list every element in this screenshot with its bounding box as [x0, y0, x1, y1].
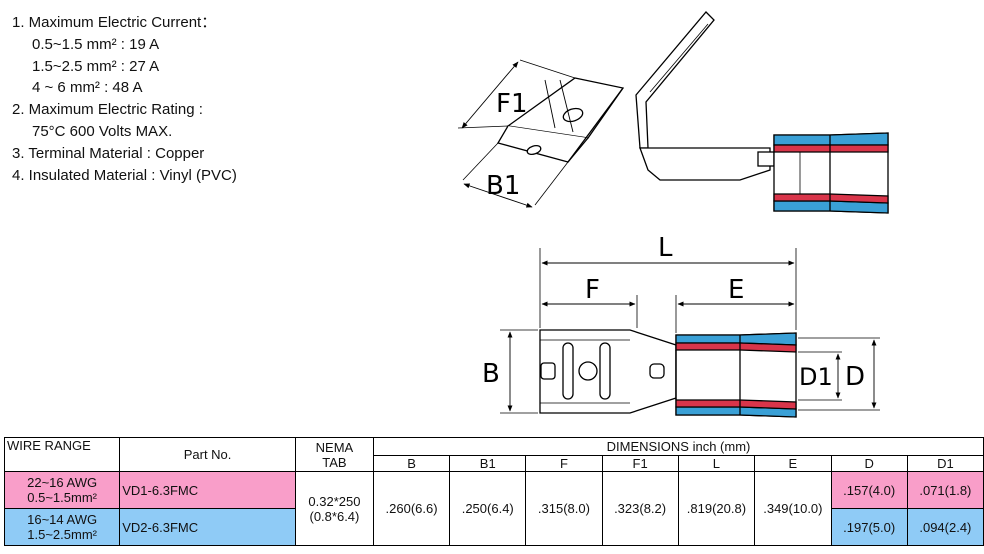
spec-terminal: 3. Terminal Material : Copper: [12, 144, 205, 162]
header-col-b1: B1: [449, 455, 527, 472]
row2-wire-range: 16~14 AWG 1.5~2.5mm²: [3, 508, 121, 546]
spec-rating-title: 2. Maximum Electric Rating :: [12, 101, 203, 119]
header-dimensions: DIMENSIONS inch (mm): [372, 437, 984, 456]
value-b1: .250(6.4): [449, 471, 527, 546]
header-col-d1: D1: [906, 455, 984, 472]
row1-value-d: .157(4.0): [830, 471, 908, 509]
spec-rating-value: 75°C 600 Volts MAX.: [32, 122, 173, 140]
label-b: B: [482, 359, 500, 389]
label-d1: D1: [799, 363, 833, 391]
connector-top-view: [500, 248, 880, 418]
label-l: L: [658, 233, 673, 263]
row1-value-d1: .071(1.8): [906, 471, 984, 509]
header-col-l: L: [677, 455, 756, 472]
spec-list: 1. Maximum Electric Current： 0.5~1.5 mm²…: [12, 12, 237, 186]
header-part-no: Part No.: [119, 437, 296, 472]
nema-tab-value: 0.32*250 (0.8*6.4): [294, 471, 374, 546]
value-l: .819(20.8): [677, 471, 756, 546]
row2-value-d: .197(5.0): [830, 508, 908, 546]
label-e: E: [728, 275, 744, 305]
label-b1: B1: [486, 171, 520, 201]
value-f: .315(8.0): [525, 471, 603, 546]
table-row: 22~16 AWG 0.5~1.5mm² VD1-6.3FMC 0.32*250…: [3, 471, 984, 546]
header-col-f: F: [525, 455, 603, 472]
header-nema-tab: NEMA TAB: [294, 437, 374, 472]
header-nema-line2: TAB: [322, 454, 347, 470]
row2-wire-mm: 1.5~2.5mm²: [27, 527, 97, 542]
value-b: .260(6.6): [372, 471, 451, 546]
value-e: .349(10.0): [754, 471, 832, 546]
label-d: D: [845, 362, 865, 392]
label-f1: F1: [496, 89, 528, 119]
header-col-d: D: [830, 455, 908, 472]
header-col-b: B: [372, 455, 451, 472]
table-row: 16~14 AWG 1.5~2.5mm² VD2-6.3FMC .197(5.0…: [3, 508, 984, 546]
connector-side-view: [635, 11, 889, 214]
nema-tab-value-line2: (0.8*6.4): [309, 508, 360, 524]
value-f1: .323(8.2): [601, 471, 679, 546]
label-f: F: [585, 275, 600, 305]
spec-current-title: 1. Maximum Electric Current：: [12, 14, 217, 31]
row1-wire-mm: 0.5~1.5mm²: [27, 490, 97, 505]
row2-value-d1: .094(2.4): [906, 508, 984, 546]
header-nema-line1: NEMA: [315, 439, 354, 455]
spec-current-line-3: 4 ~ 6 mm² : 48 A: [32, 79, 143, 97]
row1-wire-range: 22~16 AWG 0.5~1.5mm²: [3, 471, 121, 509]
tab-isometric-view: [457, 59, 625, 208]
dimensions-table: WIRE RANGE Part No. NEMA TAB DIMENSIONS …: [3, 437, 984, 546]
row2-wire-awg: 16~14 AWG: [27, 512, 98, 527]
spec-current-line-1: 0.5~1.5 mm² : 19 A: [32, 35, 160, 53]
technical-drawing: F1 B1: [457, 11, 889, 418]
spec-current-line-2: 1.5~2.5 mm² : 27 A: [32, 57, 160, 75]
header-wire-range: WIRE RANGE: [3, 437, 121, 472]
header-col-f1: F1: [601, 455, 679, 472]
row1-wire-awg: 22~16 AWG: [27, 475, 98, 490]
nema-tab-value-line1: 0.32*250: [308, 493, 361, 509]
row2-part-no: VD2-6.3FMC: [119, 508, 296, 546]
spec-insulation: 4. Insulated Material : Vinyl (PVC): [12, 166, 237, 184]
header-col-e: E: [754, 455, 832, 472]
row1-part-no: VD1-6.3FMC: [119, 471, 296, 509]
